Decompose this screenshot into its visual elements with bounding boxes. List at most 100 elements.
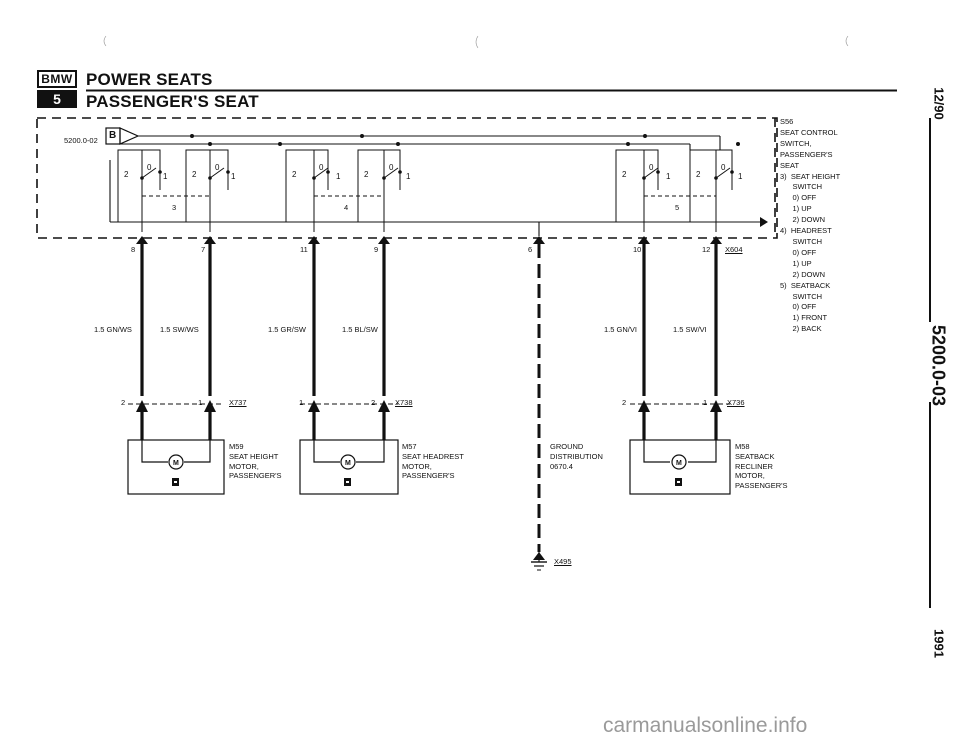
motor-pin-label: 1: [703, 398, 708, 407]
svg-text:M: M: [173, 460, 179, 467]
legend-line: 1) UP: [780, 204, 812, 214]
bmw-logo: BMW: [37, 70, 77, 88]
legend-line: 4) HEADREST: [780, 226, 832, 236]
legend-line: 1) UP: [780, 258, 812, 268]
pos-label: 1: [738, 172, 743, 181]
wire-label: 1.5 SW/WS: [160, 325, 199, 334]
harness-wires: [140, 244, 718, 440]
legend-line: PASSENGER'S: [780, 149, 833, 159]
switch-group-3: [117, 149, 229, 232]
motor-letter-holes: [174, 481, 680, 483]
switch-common-line: [109, 160, 760, 223]
pos-label: 1: [666, 172, 671, 181]
pos-label: 0: [389, 163, 394, 172]
legend-line: SEAT CONTROL: [780, 127, 838, 137]
pos-label: 0: [147, 163, 152, 172]
wire-label: 1.5 GN/VI: [604, 325, 637, 334]
pos-label: 1: [231, 172, 236, 181]
page-title: POWER SEATS: [86, 70, 213, 89]
wire-label: 1.5 BL/SW: [342, 325, 378, 334]
pos-label: 2: [124, 170, 129, 179]
connector-x738-label: X738: [395, 398, 413, 407]
pos-label: 1: [163, 172, 168, 181]
pin-label: 11: [300, 245, 308, 254]
motor-m57: [299, 439, 399, 495]
page-subtitle: PASSENGER'S SEAT: [86, 92, 259, 111]
series-5-logo: 5: [37, 90, 77, 108]
legend-line: 2) BACK: [780, 324, 822, 334]
motor-pin-label: 2: [371, 398, 376, 407]
logo-series-text: 5: [53, 91, 61, 107]
ground-line: [531, 222, 547, 571]
ref-label: 5200.0-02: [64, 136, 98, 145]
connector-x737-label: X737: [229, 398, 247, 407]
legend-line: SWITCH: [780, 291, 823, 301]
connector-b-label: B: [109, 130, 117, 141]
pos-label: 2: [292, 170, 297, 179]
pos-label: 1: [336, 172, 341, 181]
pos-label: 1: [406, 172, 411, 181]
wire-label: 1.5 GR/SW: [268, 325, 306, 334]
pin-markers: [136, 236, 722, 244]
pin-label: 6: [528, 245, 533, 254]
pos-label: 2: [364, 170, 369, 179]
legend-line: 2) DOWN: [780, 269, 826, 279]
legend-line: SWITCH,: [780, 138, 812, 148]
pos-label: 2: [696, 170, 701, 179]
connector-x736-label: X736: [727, 398, 745, 407]
connector-b-symbol: [105, 127, 140, 145]
pos-label: 0: [215, 163, 220, 172]
connector-x604-label: X604: [725, 245, 743, 254]
legend-line: 0) OFF: [780, 247, 817, 257]
pos-label: 0: [649, 163, 654, 172]
switch-5-label: 5: [675, 203, 680, 212]
legend-line: SWITCH: [780, 182, 823, 192]
legend-line: 3) SEAT HEIGHT: [780, 171, 841, 181]
legend-line: SEAT: [780, 160, 800, 170]
pos-label: 0: [319, 163, 324, 172]
scan-marks: [103, 35, 849, 49]
switch-contacts: [140, 170, 734, 180]
pin-label: 8: [131, 245, 136, 254]
switch-4-label: 4: [344, 203, 349, 212]
pos-label: 0: [721, 163, 726, 172]
motor-m58: [629, 439, 731, 495]
switch-group-4: [285, 149, 401, 232]
bus-junctions: [190, 134, 740, 146]
switch-enclosure: [36, 117, 778, 239]
motor-connector-arrows: [136, 400, 722, 412]
legend-line: S56: [780, 117, 794, 126]
wire-label: 1.5 GN/WS: [94, 325, 132, 334]
svg-text:M: M: [676, 460, 682, 467]
common-arrow: [760, 217, 768, 227]
pin-label: 12: [702, 245, 711, 254]
legend-line: 1) FRONT: [780, 313, 828, 323]
motor-pin-label: 2: [121, 398, 126, 407]
svg-text:M: M: [345, 460, 351, 467]
motor-m59: [127, 439, 225, 495]
legend-line: 0) OFF: [780, 302, 817, 312]
wire-label: 1.5 SW/VI: [673, 325, 707, 334]
pin-label: 7: [201, 245, 206, 254]
watermark: carmanualsonline.info: [603, 714, 808, 737]
legend-line: SWITCH: [780, 236, 823, 246]
pin-label: 9: [374, 245, 379, 254]
logo-text: BMW: [41, 72, 73, 86]
motor-pin-label: 1: [299, 398, 304, 407]
connector-x495-label: X495: [554, 557, 572, 566]
pos-label: 2: [192, 170, 197, 179]
switch-group-5: [615, 149, 733, 232]
legend-line: 0) OFF: [780, 193, 817, 203]
ground-marker: [533, 552, 545, 560]
legend-line: 2) DOWN: [780, 215, 826, 225]
pos-label: 2: [622, 170, 627, 179]
pin-label: 10: [633, 245, 642, 254]
top-bus: [120, 135, 721, 150]
motor-pin-label: 1: [198, 398, 203, 407]
switch-3-label: 3: [172, 203, 177, 212]
